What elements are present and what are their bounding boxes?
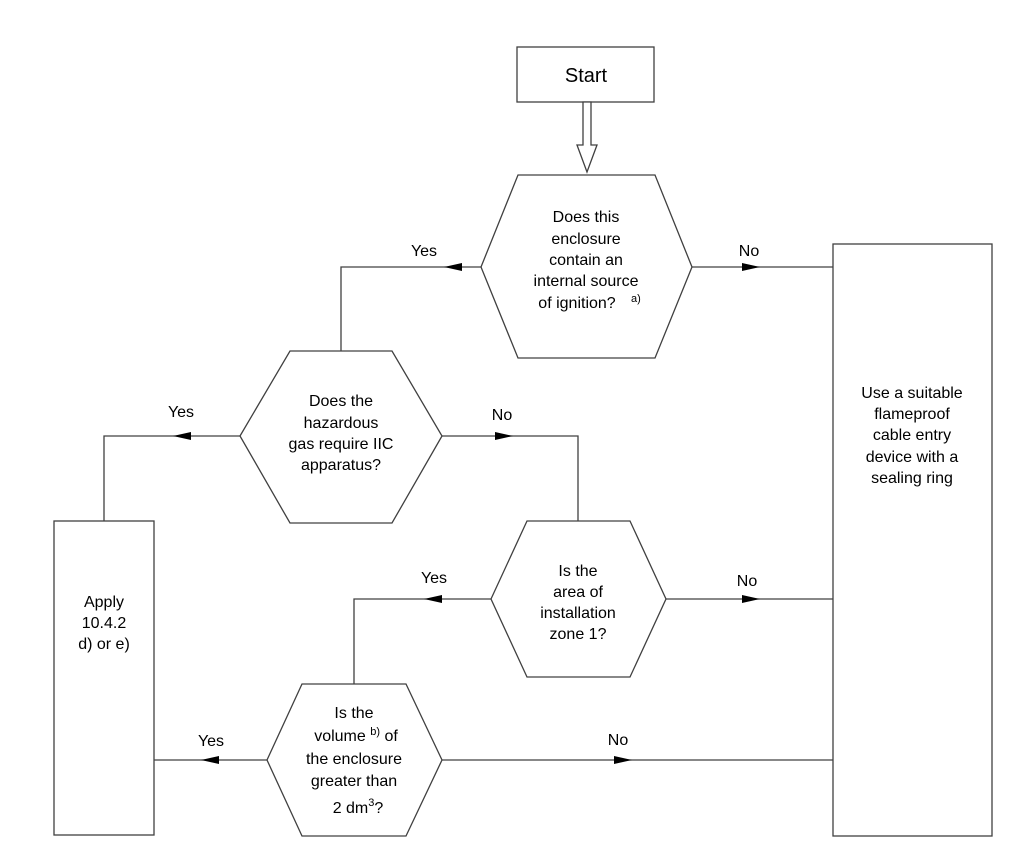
flameproof-box: Use a suitable flameproof cable entry de… bbox=[832, 243, 993, 837]
zone-yes-label: Yes bbox=[421, 570, 447, 587]
zone-no-label: No bbox=[737, 573, 758, 590]
connector-iic-no: No bbox=[442, 407, 579, 521]
flameproof-line-1: Use a suitable bbox=[861, 385, 962, 402]
decision-ignition: Does this enclosure contain an internal … bbox=[480, 174, 693, 359]
start-arrow bbox=[576, 101, 598, 174]
flameproof-line-2: flameproof bbox=[874, 406, 950, 423]
iic-yes-label: Yes bbox=[168, 404, 194, 421]
volume-line-2-pre: volume bbox=[314, 728, 370, 745]
volume-line-3: the enclosure bbox=[306, 751, 402, 768]
volume-line-5-sup: 3 bbox=[368, 797, 374, 809]
volume-line-5: 2 dm3? bbox=[333, 797, 384, 817]
iic-line-1: Does the bbox=[309, 393, 373, 410]
zone-line-3: installation bbox=[540, 605, 616, 622]
ignition-no-label: No bbox=[739, 243, 760, 260]
ignition-line-4: internal source bbox=[534, 273, 639, 290]
connector-zone-yes: Yes bbox=[353, 570, 491, 684]
iic-line-2: hazardous bbox=[304, 415, 379, 432]
connector-zone-no: No bbox=[666, 573, 833, 603]
apply-line-3: d) or e) bbox=[78, 636, 130, 653]
ignition-line-1: Does this bbox=[553, 209, 620, 226]
apply-box: Apply 10.4.2 d) or e) bbox=[53, 520, 155, 836]
volume-line-2: volume b) of bbox=[314, 726, 398, 745]
connector-iic-yes: Yes bbox=[103, 404, 240, 521]
connector-ignition-no: No bbox=[692, 243, 833, 271]
volume-no-label: No bbox=[608, 732, 629, 749]
volume-yes-label: Yes bbox=[198, 733, 224, 750]
ignition-line-3: contain an bbox=[549, 252, 623, 269]
ignition-yes-label: Yes bbox=[411, 243, 437, 260]
zone-line-2: area of bbox=[553, 584, 603, 601]
zone-line-1: Is the bbox=[558, 563, 597, 580]
iic-line-3: gas require IIC bbox=[289, 436, 394, 453]
zone-line-4: zone 1? bbox=[550, 626, 607, 643]
decision-iic: Does the hazardous gas require IIC appar… bbox=[239, 350, 443, 524]
volume-footnote: b) bbox=[370, 726, 380, 738]
decision-zone: Is the area of installation zone 1? bbox=[490, 520, 667, 678]
flameproof-line-3: cable entry bbox=[873, 427, 951, 444]
start-node: Start bbox=[516, 46, 655, 103]
apply-line-2: 10.4.2 bbox=[82, 615, 127, 632]
ignition-footnote: a) bbox=[631, 293, 641, 305]
flameproof-line-4: device with a bbox=[866, 449, 959, 466]
ignition-line-5: of ignition? bbox=[538, 295, 615, 312]
volume-line-4: greater than bbox=[311, 773, 397, 790]
start-label: Start bbox=[565, 65, 608, 87]
iic-line-4: apparatus? bbox=[301, 457, 381, 474]
flameproof-line-5: sealing ring bbox=[871, 470, 953, 487]
volume-line-5-post: ? bbox=[374, 800, 383, 817]
apply-line-1: Apply bbox=[84, 594, 124, 611]
decision-volume: Is the volume b) of the enclosure greate… bbox=[266, 683, 443, 837]
connector-volume-yes: Yes bbox=[154, 733, 267, 764]
volume-line-5-pre: 2 dm bbox=[333, 800, 369, 817]
connector-ignition-yes: Yes bbox=[340, 243, 481, 351]
volume-line-1: Is the bbox=[334, 705, 373, 722]
connector-volume-no: No bbox=[442, 732, 833, 764]
ignition-line-2: enclosure bbox=[551, 231, 620, 248]
volume-line-2-post: of bbox=[380, 728, 398, 745]
iic-no-label: No bbox=[492, 407, 513, 424]
